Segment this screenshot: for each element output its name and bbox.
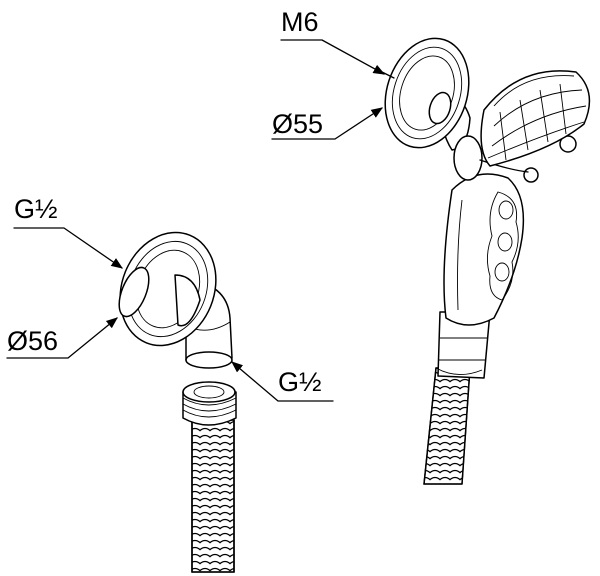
callout-g12-top: G½ bbox=[13, 194, 123, 269]
label-m6: M6 bbox=[281, 7, 319, 37]
shower-head bbox=[480, 70, 591, 167]
callout-d56: Ø56 bbox=[6, 317, 118, 359]
hose-right bbox=[423, 367, 471, 485]
callout-g12-bottom: G½ bbox=[231, 361, 334, 402]
label-g12-inlet: G½ bbox=[14, 194, 58, 224]
label-d56: Ø56 bbox=[7, 326, 58, 356]
hand-shower-assembly bbox=[381, 37, 591, 485]
wall-elbow-assembly bbox=[118, 231, 237, 573]
label-d55: Ø55 bbox=[272, 109, 323, 139]
hose-nut-left bbox=[182, 381, 237, 426]
wall-bracket-flange bbox=[381, 37, 470, 149]
callout-m6: M6 bbox=[280, 7, 386, 75]
hose-left bbox=[191, 419, 235, 573]
callout-d55: Ø55 bbox=[271, 107, 383, 140]
shower-handle bbox=[443, 173, 525, 326]
wall-flange-left bbox=[118, 231, 217, 347]
label-g12-outlet: G½ bbox=[278, 367, 322, 397]
